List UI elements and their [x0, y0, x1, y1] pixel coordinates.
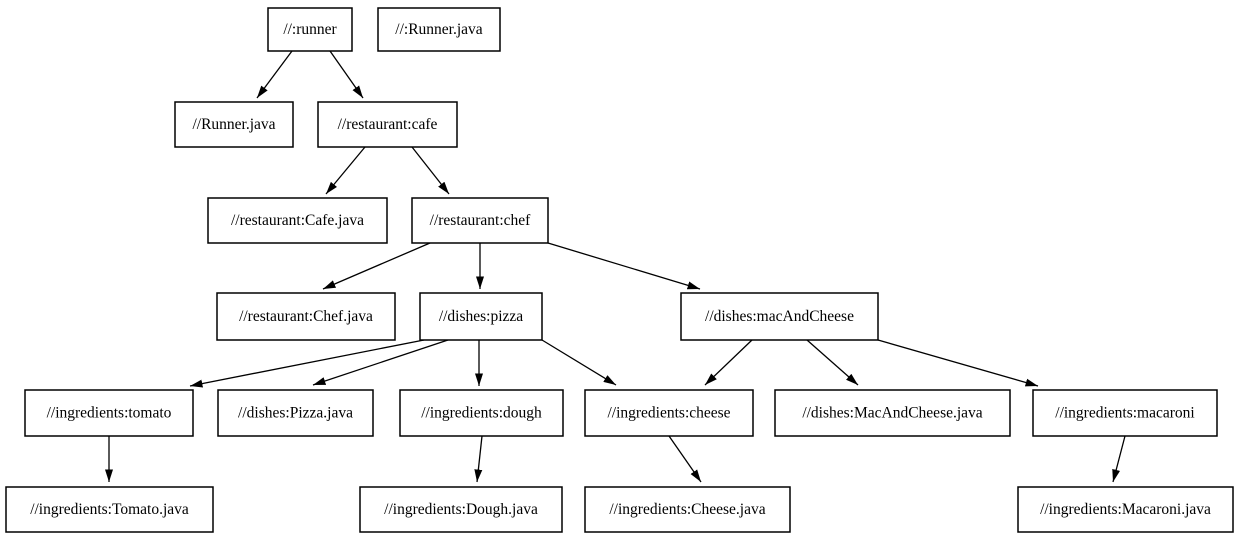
node-box-runner-java: [174, 101, 294, 148]
edge-cafe-to-cafe-java: [325, 146, 366, 195]
node-box-chef-java: [216, 292, 396, 341]
edge-runner-to-cafe: [329, 50, 364, 99]
node-label-dough: //ingredients:dough: [421, 405, 542, 422]
node-label-cafe-java: //restaurant:Cafe.java: [231, 212, 364, 229]
node-box-pizza-java: [217, 389, 374, 437]
node-box-colon-runner-java: [377, 7, 501, 52]
node-box-pizza: [419, 292, 543, 341]
node-label-tomato-java: //ingredients:Tomato.java: [30, 501, 189, 518]
node-box-macaroni: [1032, 389, 1218, 437]
node-box-cafe-java: [207, 197, 388, 244]
node-dough-java: //ingredients:Dough.java: [359, 486, 563, 533]
edge-cheese-to-cheese-java: [668, 435, 702, 483]
node-dough: //ingredients:dough: [399, 389, 564, 437]
node-box-runner: [267, 7, 353, 52]
node-label-cafe: //restaurant:cafe: [338, 116, 438, 133]
edge-cafe-to-chef: [411, 146, 450, 195]
node-box-cheese-java: [584, 486, 791, 533]
node-box-macaroni-java: [1017, 486, 1234, 533]
node-tomato-java: //ingredients:Tomato.java: [5, 486, 214, 533]
node-label-runner-java: //Runner.java: [192, 116, 275, 133]
node-box-tomato: [24, 389, 194, 437]
node-label-mac-and-cheese-java: //dishes:MacAndCheese.java: [802, 405, 982, 422]
node-box-dough: [399, 389, 564, 437]
node-label-macaroni: //ingredients:macaroni: [1055, 405, 1195, 422]
node-box-mac-and-cheese: [680, 292, 879, 341]
node-colon-runner-java: //:Runner.java: [377, 7, 501, 52]
node-cafe: //restaurant:cafe: [317, 101, 458, 148]
node-label-dough-java: //ingredients:Dough.java: [384, 501, 538, 518]
edge-pizza-to-pizza-java: [312, 339, 449, 386]
node-label-runner: //:runner: [283, 21, 337, 38]
node-label-mac-and-cheese: //dishes:macAndCheese: [705, 308, 854, 325]
node-box-dough-java: [359, 486, 563, 533]
node-label-chef: //restaurant:chef: [430, 212, 532, 229]
node-label-pizza: //dishes:pizza: [439, 308, 523, 325]
node-macaroni: //ingredients:macaroni: [1032, 389, 1218, 437]
node-box-chef: [411, 197, 549, 244]
node-cafe-java: //restaurant:Cafe.java: [207, 197, 388, 244]
node-label-tomato: //ingredients:tomato: [47, 405, 172, 422]
node-label-cheese-java: //ingredients:Cheese.java: [609, 501, 765, 518]
node-label-macaroni-java: //ingredients:Macaroni.java: [1040, 501, 1211, 518]
node-mac-and-cheese: //dishes:macAndCheese: [680, 292, 879, 341]
node-label-chef-java: //restaurant:Chef.java: [239, 308, 373, 325]
edge-mac-and-cheese-to-cheese: [704, 339, 753, 386]
edge-chef-to-chef-java: [322, 242, 431, 290]
nodes-layer: //:runner //:Runner.java //Runner.java //re…: [5, 7, 1234, 533]
edge-dough-to-dough-java: [474, 435, 483, 483]
node-runner: //:runner: [267, 7, 353, 52]
node-box-cheese: [584, 389, 754, 437]
node-label-colon-runner-java: //:Runner.java: [395, 21, 483, 38]
node-pizza-java: //dishes:Pizza.java: [217, 389, 374, 437]
edge-macaroni-to-macaroni-java: [1112, 435, 1126, 483]
node-box-mac-and-cheese-java: [774, 389, 1011, 437]
node-box-tomato-java: [5, 486, 214, 533]
edge-mac-and-cheese-to-mac-and-cheese-java: [806, 339, 859, 386]
node-cheese-java: //ingredients:Cheese.java: [584, 486, 791, 533]
node-mac-and-cheese-java: //dishes:MacAndCheese.java: [774, 389, 1011, 437]
edge-pizza-to-tomato: [189, 339, 425, 388]
edge-mac-and-cheese-to-macaroni: [877, 339, 1039, 387]
edge-runner-to-runner-java: [256, 50, 293, 99]
edge-pizza-to-cheese: [541, 339, 617, 386]
node-runner-java: //Runner.java: [174, 101, 294, 148]
node-chef-java: //restaurant:Chef.java: [216, 292, 396, 341]
node-macaroni-java: //ingredients:Macaroni.java: [1017, 486, 1234, 533]
node-label-cheese: //ingredients:cheese: [607, 405, 730, 422]
node-box-cafe: [317, 101, 458, 148]
node-cheese: //ingredients:cheese: [584, 389, 754, 437]
edge-chef-to-mac-and-cheese: [547, 242, 701, 290]
edges-layer: [105, 50, 1126, 483]
node-pizza: //dishes:pizza: [419, 292, 543, 341]
node-tomato: //ingredients:tomato: [24, 389, 194, 437]
node-chef: //restaurant:chef: [411, 197, 549, 244]
node-label-pizza-java: //dishes:Pizza.java: [238, 405, 353, 422]
